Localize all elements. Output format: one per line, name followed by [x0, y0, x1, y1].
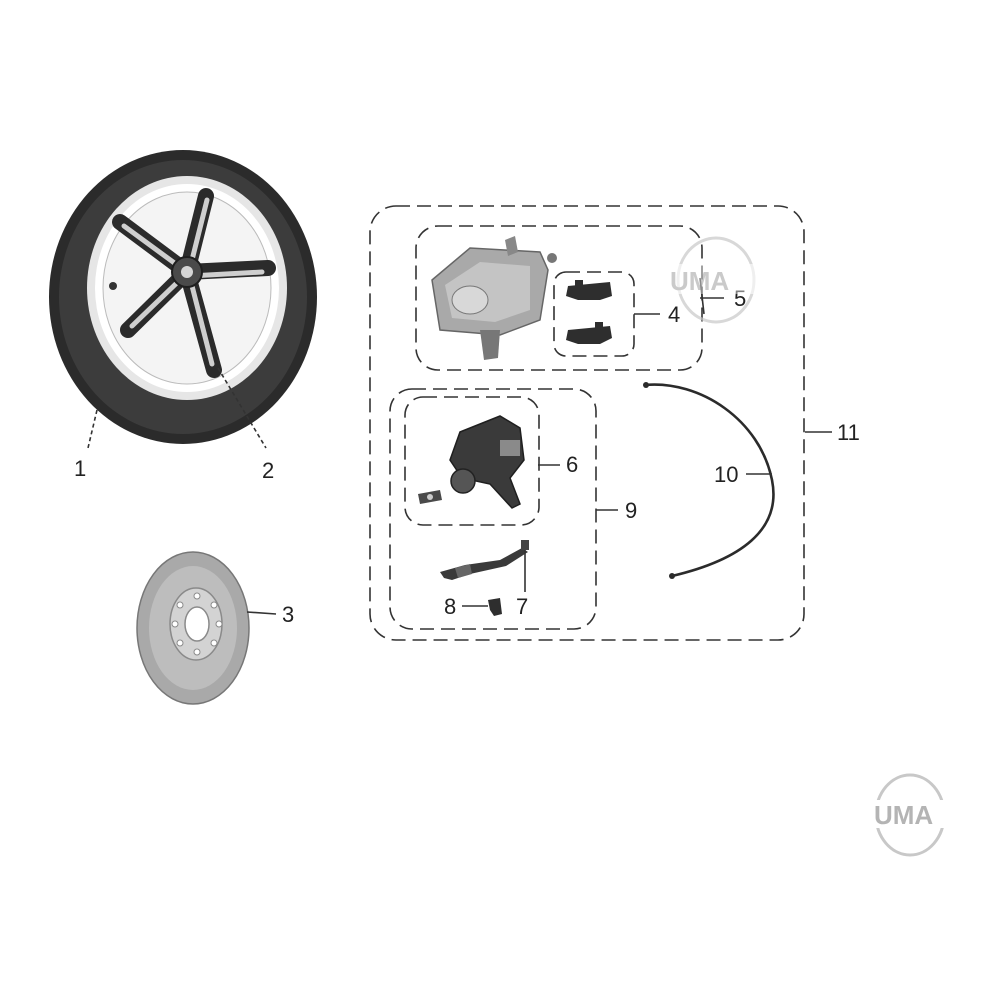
callout-9: 9 — [625, 498, 637, 523]
callout-4: 4 — [668, 302, 680, 327]
uma-corner-text: UMA — [874, 800, 933, 830]
callout-11: 11 — [837, 420, 860, 445]
callout-7: 7 — [516, 594, 528, 619]
brake-caliper-illustration — [431, 236, 557, 360]
brake-hose-illustration — [643, 382, 775, 579]
brake-pads-illustration — [566, 280, 612, 344]
group-box-6 — [404, 396, 540, 526]
uma-watermark-text: UMA — [670, 266, 729, 296]
lever-pivot-illustration — [488, 598, 502, 616]
callout-5: 5 — [734, 286, 746, 311]
callout-2: 2 — [262, 458, 274, 483]
uma-corner-logo: UMA — [870, 773, 954, 857]
brake-disc-illustration — [136, 551, 250, 705]
callout-1: 1 — [74, 456, 86, 481]
leader-lines — [87, 277, 832, 615]
callout-10: 10 — [714, 462, 738, 487]
group-box-9 — [389, 388, 597, 630]
callout-3: 3 — [282, 602, 294, 627]
callout-6: 6 — [566, 452, 578, 477]
front-wheel-illustration — [49, 150, 317, 444]
group-box-11 — [369, 205, 805, 641]
brake-lever-illustration — [440, 540, 529, 580]
master-cylinder-illustration — [418, 415, 525, 509]
group-box-4 — [553, 271, 635, 357]
uma-watermark-logo: UMA — [664, 236, 768, 324]
callout-8: 8 — [444, 594, 456, 619]
